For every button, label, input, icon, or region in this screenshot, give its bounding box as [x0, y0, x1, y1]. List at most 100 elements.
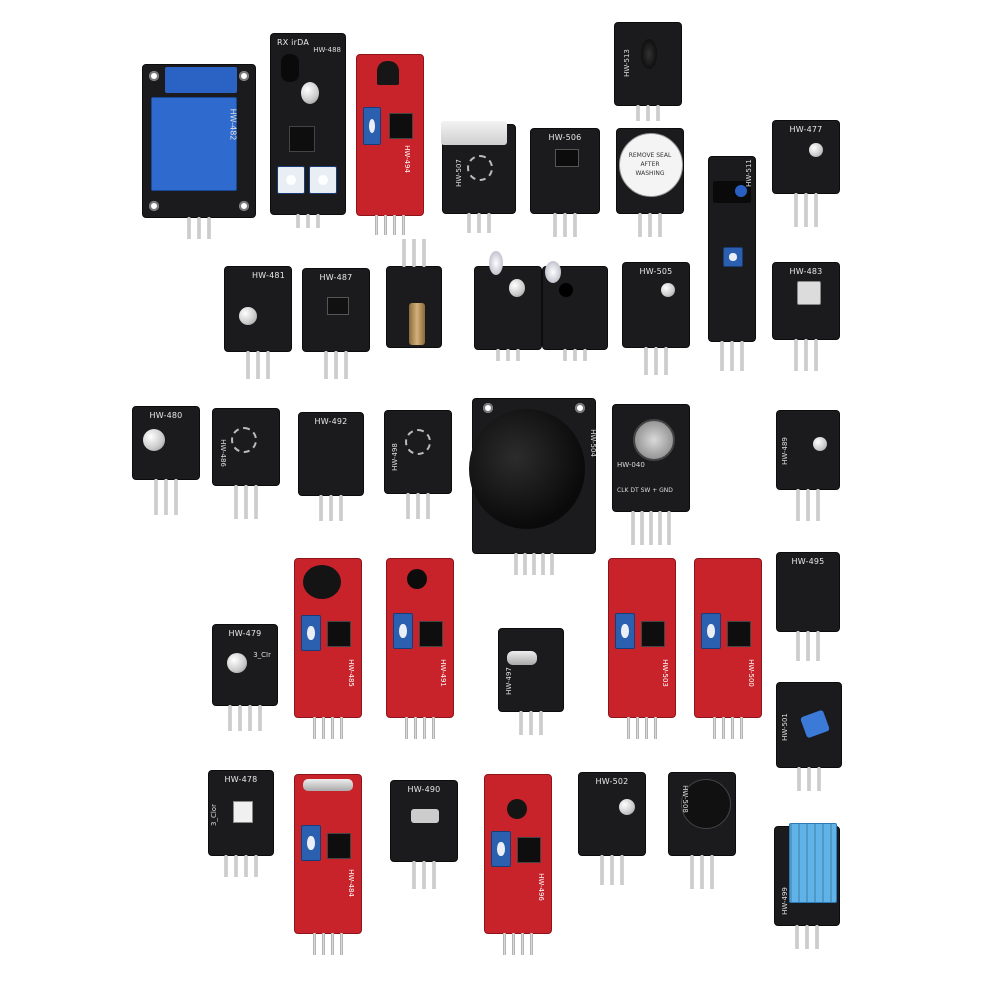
header-pins	[313, 717, 343, 739]
active-buzzer-module: REMOVE SEAL AFTER WASHING	[616, 128, 684, 237]
relay-screw-terminal	[165, 67, 237, 93]
pin-labels: CLK DT SW + GND	[617, 487, 673, 494]
module-label: HW-501	[780, 713, 789, 741]
ir-emitter	[735, 185, 747, 197]
module-sublabel: 3_Clor	[209, 804, 218, 826]
header-pins	[627, 717, 657, 739]
dht-sensor-module: HW-499	[774, 823, 840, 949]
rgb-smd2-module: HW-478 3_Clor	[208, 770, 274, 877]
module-label: HW-485	[347, 659, 356, 687]
module-label: HW-503	[661, 659, 670, 687]
header-pins	[794, 339, 818, 371]
led	[239, 307, 257, 325]
module-label: HW-511	[745, 159, 754, 187]
ic-chip	[641, 621, 665, 647]
module-label: HW-492	[314, 417, 348, 426]
module-label: HW-502	[595, 777, 629, 786]
module-label: HW-489	[780, 437, 789, 465]
ic-chip	[419, 621, 443, 647]
knock-sensor-module: HW-490	[390, 780, 458, 889]
module-label: HW-499	[780, 887, 789, 915]
header-pins	[375, 215, 405, 235]
potentiometer	[301, 825, 321, 861]
potentiometer	[723, 247, 743, 267]
passive-buzzer-module: HW-508	[668, 772, 736, 889]
laser-module	[386, 239, 442, 348]
header-pins	[638, 213, 662, 237]
tilt-capsule	[441, 121, 507, 145]
joystick-cap	[469, 409, 585, 529]
header-pins	[636, 105, 660, 121]
led	[809, 143, 823, 157]
potentiometer	[363, 107, 381, 145]
module-label: HW-508	[680, 785, 689, 813]
module-label: HW-480	[149, 411, 183, 420]
flame-led	[489, 251, 503, 275]
knock-spring	[411, 809, 439, 823]
module-label: HW-513	[622, 49, 631, 77]
module-label: HW-484	[347, 869, 356, 897]
photo-interrupter-module: HW-506	[530, 128, 600, 237]
header-pins	[154, 479, 178, 515]
module-label: HW-498	[390, 443, 399, 471]
metal-touch-module: HW-500	[694, 558, 762, 739]
two-color-led-module: HW-481	[224, 266, 292, 379]
buzzer-disc	[619, 133, 683, 197]
header-pins	[467, 213, 491, 233]
mount-hole	[239, 71, 249, 81]
header-pins	[406, 493, 430, 519]
potentiometer	[309, 166, 337, 194]
hr-led-module: HW-502	[578, 772, 646, 885]
header-pins	[296, 214, 320, 228]
line-tracking-module: HW-511	[708, 156, 756, 371]
module-label: HW-486	[218, 439, 227, 467]
header-pins	[402, 239, 426, 267]
sound-sensor-red-module: HW-494	[356, 54, 424, 235]
ir-sensor	[407, 569, 427, 589]
header-pins	[228, 705, 262, 731]
flame-led	[509, 279, 525, 297]
module-label: HW-500	[747, 659, 756, 687]
header-pins	[795, 925, 819, 949]
led	[143, 429, 165, 451]
flame-sensor-module-a	[474, 251, 542, 361]
mic-sensor-big-module: HW-485	[294, 558, 362, 739]
microphone	[507, 799, 527, 819]
potentiometer	[491, 831, 511, 867]
rgb-smd-module: HW-477	[772, 120, 840, 227]
header-pins	[496, 349, 520, 361]
header-pins	[224, 855, 258, 877]
ic-chip	[389, 113, 413, 139]
module-label: HW-504	[589, 429, 598, 457]
module-label: HW-507	[454, 159, 463, 187]
led	[661, 283, 675, 297]
module-label: HW-483	[789, 267, 823, 276]
header-pins	[405, 717, 435, 739]
module-label: HW-487	[319, 273, 353, 282]
ic-chip	[327, 833, 351, 859]
led	[813, 437, 827, 451]
reed-tube	[303, 779, 353, 791]
hall-sensor-big-module: HW-503	[608, 558, 676, 739]
joystick-module: HW-504	[469, 398, 598, 575]
header-pins	[796, 631, 820, 661]
buzzer-disc	[681, 779, 731, 829]
flame-led	[545, 261, 561, 283]
dht-housing	[789, 823, 837, 903]
module-label: HW-494	[403, 145, 412, 173]
sensor-head	[641, 39, 657, 69]
module-label: HW-481	[252, 271, 285, 280]
touch-sensor-module: HW-513	[614, 22, 682, 121]
buzzer-sticker-text: REMOVE SEAL AFTER WASHING	[628, 152, 672, 177]
ic-chip	[727, 621, 751, 647]
flame-sensor-module-b	[542, 261, 608, 361]
module-label: HW-482	[228, 108, 238, 141]
led	[227, 653, 247, 673]
mount-ring	[467, 155, 493, 181]
reed-switch-big-module: HW-484	[294, 774, 362, 955]
header-pins	[631, 511, 671, 545]
component	[327, 297, 349, 315]
mic-sensor-small-module: HW-496	[484, 774, 552, 955]
ir-receiver	[281, 54, 299, 82]
module-label: HW-488	[313, 46, 341, 54]
